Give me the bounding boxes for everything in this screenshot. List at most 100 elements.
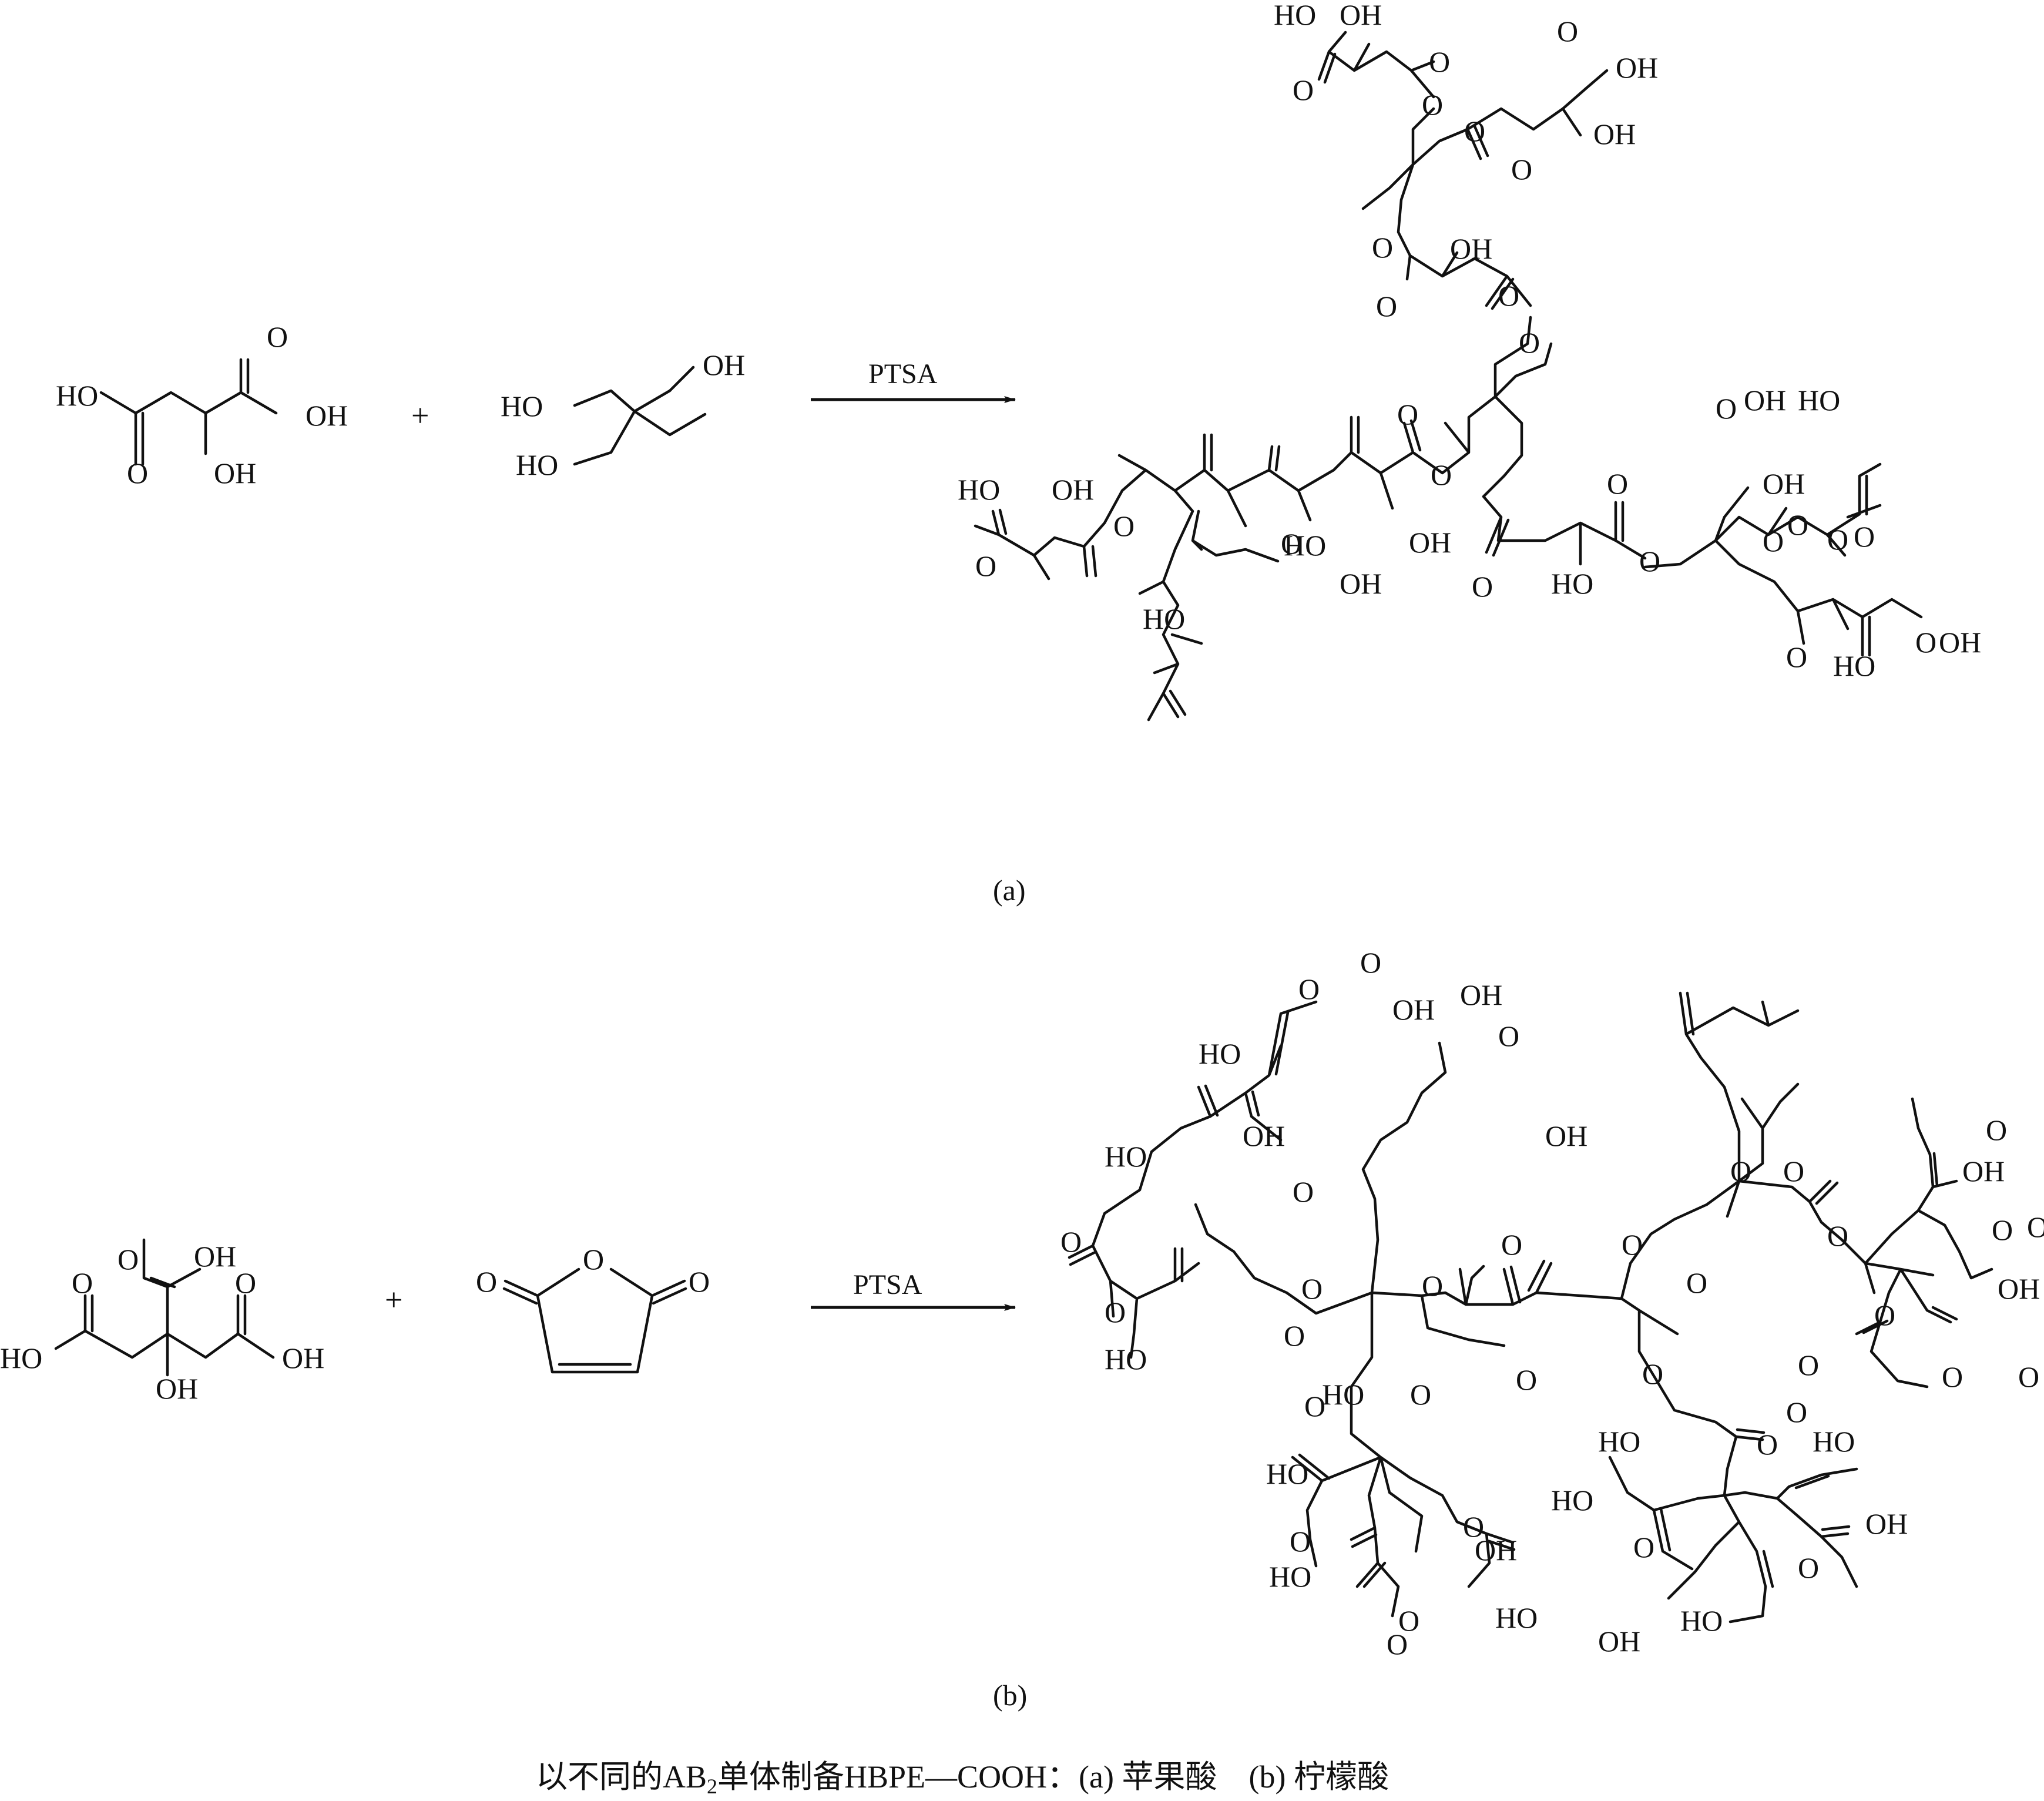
product-b-label-39: O (1798, 1551, 1819, 1584)
malic-acid-oh: OH (306, 399, 348, 432)
product-a-label-3: O (1429, 45, 1450, 78)
product-a-label-32: O (1397, 398, 1418, 431)
product-b-label-21: O (1304, 1390, 1325, 1423)
product-a-bonds (974, 31, 1923, 722)
tmp-ho-bottom: HO (516, 448, 558, 481)
product-b-label-42: OH (1598, 1625, 1640, 1658)
product-a-label-16: O (1716, 392, 1737, 425)
product-b-label-17: O (1622, 1228, 1643, 1261)
product-b-bonds (1068, 991, 1993, 1624)
citric-acid-structure: O OH O O HO OH OH (0, 1238, 324, 1405)
product-a-label-35: OH (1052, 473, 1094, 506)
product-a-label-25: O (1763, 525, 1784, 558)
product-b-label-44: O (1387, 1628, 1408, 1661)
product-b-label-41: HO (1680, 1604, 1723, 1637)
product-a-label-19: O (1827, 523, 1848, 556)
trimethylolpropane-structure: OH HO HO (501, 348, 745, 481)
product-b-label-29: O (1992, 1213, 2013, 1246)
product-b-label-0: O (1360, 946, 1381, 979)
product-a-label-7: OH (1593, 118, 1636, 150)
citric-acid-label-6: OH (156, 1372, 198, 1405)
citric-acid-label-2: O (72, 1266, 93, 1299)
product-a-label-23: OH (1939, 626, 1981, 659)
product-a-label-28: O (1607, 467, 1628, 500)
tmp-oh-top: OH (703, 348, 745, 381)
product-b-label-18: O (1686, 1266, 1707, 1299)
product-b-label-13: HO (1105, 1343, 1147, 1376)
reagent-ptsa-a: PTSA (868, 358, 938, 390)
caption-prefix: 以不同的AB (536, 1759, 707, 1795)
citric-acid-label-0: O (118, 1243, 139, 1276)
product-a-label-17: HO (1798, 384, 1840, 417)
product-b-label-1: OH (1460, 978, 1502, 1011)
product-b-label-34: HO (1551, 1484, 1593, 1517)
product-b-label-25: O (1398, 1604, 1419, 1637)
product-b-label-40: O (1633, 1531, 1654, 1564)
product-b-label-12: O (1105, 1296, 1126, 1329)
product-b-label-3: HO (1199, 1037, 1241, 1070)
product-a-label-37: O (1113, 509, 1135, 542)
malic-acid-hydroxyl: OH (214, 457, 256, 489)
product-a-label-22: O (1915, 626, 1936, 659)
panel-label-a: (a) (993, 874, 1026, 907)
product-b-label-27: O (1783, 1155, 1804, 1188)
product-b-label-11: O (1301, 1272, 1323, 1305)
scheme-a: O HO OH O OH + OH HO HO PTSA HO OH O O O… (56, 0, 1981, 907)
product-b-label-51: OH (2027, 1210, 2044, 1243)
reagent-ptsa-b: PTSA (853, 1269, 922, 1300)
maleic-anhydride-bonds (502, 1267, 687, 1374)
citric-acid-label-3: O (235, 1266, 256, 1299)
product-b-label-7: HO (1105, 1140, 1147, 1173)
product-a-label-5: OH (1616, 51, 1658, 84)
malic-acid-carbonyl-o: O (267, 320, 288, 353)
product-a-label-24: O (1786, 640, 1807, 673)
tmp-bonds (573, 365, 707, 466)
product-a-label-36: O (975, 549, 996, 582)
product-a-label-8: O (1464, 115, 1485, 147)
product-b-label-10: OH (1392, 993, 1435, 1026)
product-a-label-34: HO (958, 473, 1000, 506)
product-a-label-13: O (1498, 279, 1519, 312)
maleic-anhydride-structure: O O O (476, 1243, 710, 1374)
product-b-label-24: O (1290, 1525, 1311, 1558)
reaction-arrow-b: PTSA (811, 1269, 1016, 1311)
product-a-label-4: O (1422, 88, 1443, 121)
product-b-label-49: HO (1322, 1378, 1364, 1411)
product-b-label-50: O (1986, 1114, 2007, 1146)
reaction-arrow-a: PTSA (811, 358, 1016, 403)
product-a-label-31: OH (1409, 526, 1451, 559)
anhydride-carbonyl-right: O (689, 1265, 710, 1298)
product-b-label-23: HO (1266, 1457, 1308, 1490)
product-a-label-18: OH (1763, 467, 1805, 500)
citric-acid-label-4: HO (0, 1341, 42, 1374)
citric-acid-label-1: OH (194, 1240, 236, 1273)
product-a-label-20: O (1787, 508, 1808, 541)
product-b-label-53: O (1642, 1357, 1663, 1390)
product-a-label-1: OH (1340, 0, 1382, 31)
caption-subscript: 2 (707, 1775, 717, 1798)
malic-acid-ho: HO (56, 379, 98, 412)
product-b-label-28: OH (1962, 1155, 2005, 1188)
malic-acid-bonds (99, 358, 278, 466)
citric-acid-label-5: OH (282, 1341, 324, 1374)
malic-acid-structure: O HO OH O OH (56, 320, 348, 489)
product-b-label-31: OH (1998, 1272, 2040, 1305)
product-b-label-38: OH (1865, 1507, 1908, 1540)
product-b-label-15: O (1422, 1269, 1443, 1302)
product-b-label-48: O (1463, 1510, 1484, 1543)
product-a-label-10: OH (1450, 232, 1492, 265)
product-a-label-14: O (1519, 326, 1540, 359)
product-b-label-6: O (1293, 1175, 1314, 1208)
product-b-label-30: O (1798, 1349, 1819, 1381)
product-a-label-9: O (1511, 153, 1532, 186)
product-b-label-36: O (1516, 1363, 1537, 1396)
product-a-label-40: O (1281, 527, 1302, 560)
product-b-label-5: OH (1545, 1119, 1587, 1152)
tmp-ho-mid: HO (501, 390, 543, 422)
product-b-label-22: O (1410, 1378, 1431, 1411)
panel-label-b: (b) (993, 1679, 1027, 1712)
product-b-label-9: O (1060, 1225, 1082, 1258)
scheme-b: O OH O O HO OH OH + O O O PTSA O OH O HO (0, 946, 2044, 1712)
malic-acid-o: O (127, 457, 148, 489)
